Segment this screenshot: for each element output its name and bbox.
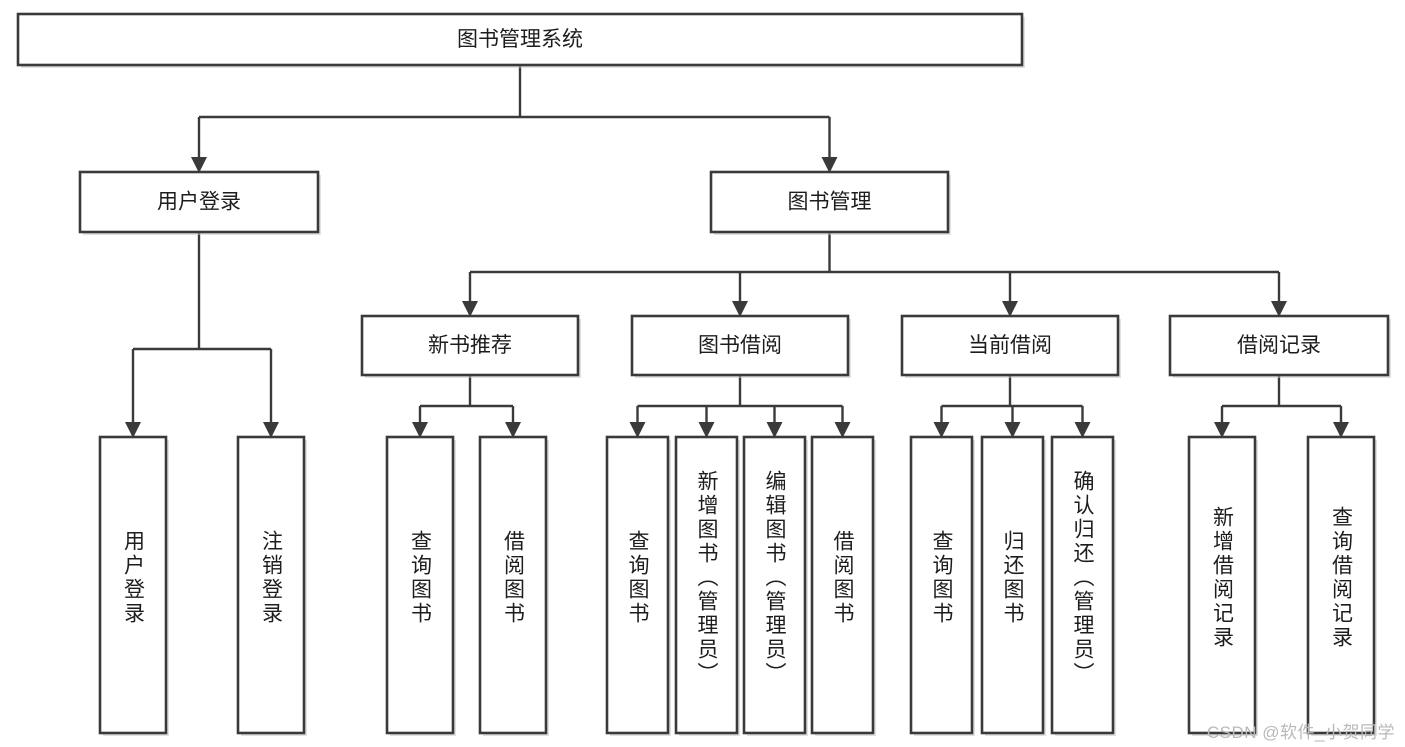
node-box-leaf-user-login[interactable]	[98, 435, 168, 735]
node-box-leaf-logout[interactable]	[236, 435, 306, 735]
node-label-user-login: 用户登录	[157, 191, 241, 214]
node-label-new-book-rec: 新书推荐	[428, 334, 512, 357]
node-box-leaf-borrow-book-2[interactable]	[810, 435, 875, 735]
node-box-leaf-add-record[interactable]	[1187, 435, 1257, 735]
node-box-leaf-edit-book[interactable]	[742, 435, 807, 735]
node-box-leaf-query-book-3[interactable]	[909, 435, 974, 735]
node-box-leaf-add-book[interactable]	[674, 435, 739, 735]
node-label-current-borrow: 当前借阅	[968, 334, 1052, 357]
node-box-book-manage[interactable]	[709, 170, 950, 234]
node-box-leaf-confirm-return[interactable]	[1050, 435, 1115, 735]
node-label-borrow-record: 借阅记录	[1237, 334, 1321, 357]
node-box-leaf-query-record[interactable]	[1306, 435, 1376, 735]
node-box-current-borrow[interactable]	[900, 314, 1120, 377]
node-box-leaf-borrow-book-1[interactable]	[478, 435, 548, 735]
node-label-book-borrow: 图书借阅	[698, 334, 782, 357]
node-box-leaf-query-book-2[interactable]	[605, 435, 670, 735]
watermark-text: CSDN @软件_小贺同学	[1206, 723, 1395, 742]
node-box-book-borrow[interactable]	[630, 314, 850, 377]
node-label-root: 图书管理系统	[457, 28, 583, 51]
node-box-leaf-return-book[interactable]	[980, 435, 1045, 735]
node-box-root[interactable]	[16, 12, 1024, 67]
connectors-layer	[125, 65, 1349, 438]
node-label-book-manage: 图书管理	[788, 191, 872, 214]
node-box-new-book-rec[interactable]	[360, 314, 580, 377]
node-box-user-login[interactable]	[78, 170, 320, 234]
node-box-leaf-query-book-1[interactable]	[385, 435, 455, 735]
node-box-borrow-record[interactable]	[1168, 314, 1390, 377]
